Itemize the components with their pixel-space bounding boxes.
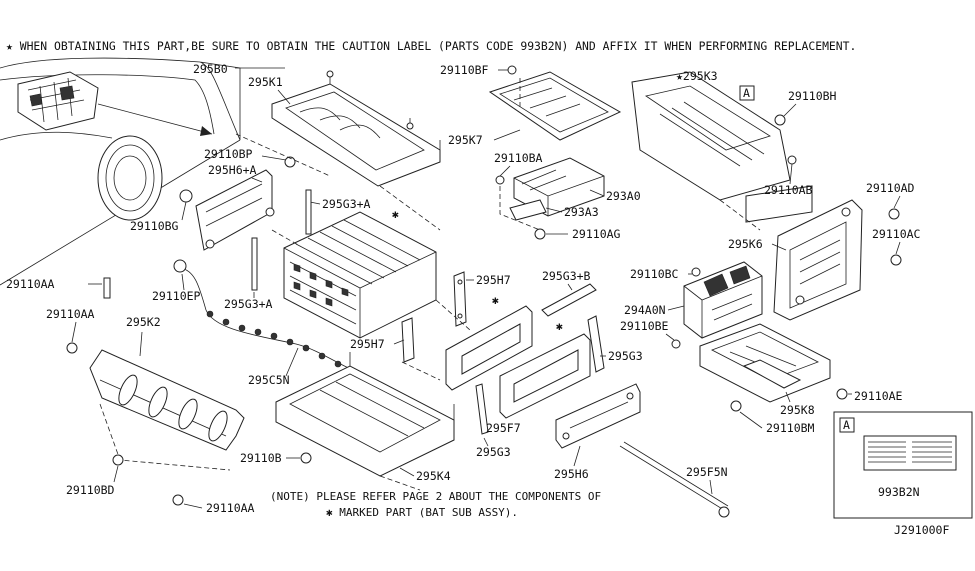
label-295G3B: 295G3+B <box>542 269 591 283</box>
arrow-icon <box>200 126 212 136</box>
label-295K7: 295K7 <box>448 133 483 147</box>
part-295K7 <box>488 71 622 141</box>
label-29110AA-bot: 29110AA <box>206 501 255 515</box>
label-295G3A-top: 295G3+A <box>322 197 371 211</box>
label-295H7-top: 295H7 <box>476 273 511 287</box>
label-29110AD: 29110AD <box>866 181 915 195</box>
part-295H6 <box>555 383 641 449</box>
label-295G3-bot: 295G3 <box>476 445 511 459</box>
label-29110BH: 29110BH <box>788 89 837 103</box>
note-line-1: (NOTE) PLEASE REFER PAGE 2 ABOUT THE COM… <box>270 490 601 503</box>
label-29110AA-top: 29110AA <box>6 277 55 291</box>
part-295K1 <box>271 70 441 187</box>
part-295H7 <box>401 271 467 363</box>
caution-label-box: A 993B2N <box>833 411 973 519</box>
part-295C5N <box>173 259 359 373</box>
label-29110B: 29110B <box>240 451 282 465</box>
label-29110BA: 29110BA <box>494 151 543 165</box>
marker-star: ✱ <box>392 207 399 221</box>
label-295K8: 295K8 <box>780 403 815 417</box>
label-293A0: 293A0 <box>606 189 641 203</box>
label-box-code: 993B2N <box>878 485 920 499</box>
marker-star: ✱ <box>492 293 499 307</box>
label-29110BM: 29110BM <box>766 421 815 435</box>
label-295K6: 295K6 <box>728 237 763 251</box>
label-29110AG: 29110AG <box>572 227 621 241</box>
label-295K4: 295K4 <box>416 469 451 483</box>
diagram-id: J291000F <box>894 523 949 537</box>
caution-text: ★ WHEN OBTAINING THIS PART,BE SURE TO OB… <box>6 39 856 53</box>
part-end-plate-1 <box>445 305 533 391</box>
label-295H6: 295H6 <box>554 467 589 481</box>
label-295G3A-mid: 295G3+A <box>224 297 273 311</box>
label-295G3-right: 295G3 <box>608 349 643 363</box>
label-295K2: 295K2 <box>126 315 161 329</box>
label-295B0: 295B0 <box>193 62 228 76</box>
callout-A: A <box>743 86 750 100</box>
label-294A0N: 294A0N <box>624 303 666 317</box>
label-29110BE: 29110BE <box>620 319 669 333</box>
label-295H7-mid: 295H7 <box>350 337 385 351</box>
part-295K6 <box>773 199 863 321</box>
part-295G3B <box>541 283 597 317</box>
label-29110BG: 29110BG <box>130 219 179 233</box>
label-box-ref: A <box>843 418 850 432</box>
part-295K4 <box>275 352 455 491</box>
marker-star: ✱ <box>556 319 563 333</box>
part-295F5N <box>619 441 730 518</box>
battery-in-vehicle <box>17 71 99 131</box>
note-line-2: ✱ MARKED PART (BAT SUB ASSY). <box>326 506 518 519</box>
label-295C5N: 295C5N <box>248 373 290 387</box>
label-29110AA-mid: 29110AA <box>46 307 95 321</box>
vehicle-inset <box>0 57 241 286</box>
label-29110BP: 29110BP <box>204 147 253 161</box>
label-295K1: 295K1 <box>248 75 283 89</box>
label-295F7: 295F7 <box>486 421 521 435</box>
label-29110EP: 29110EP <box>152 289 201 303</box>
label-295F5N: 295F5N <box>686 465 728 479</box>
part-295K3 <box>631 71 813 231</box>
label-295H6A: 295H6+A <box>208 163 257 177</box>
label-29110BD: 29110BD <box>66 483 115 497</box>
label-29110BC: 29110BC <box>630 267 679 281</box>
part-end-plate-2 <box>499 333 591 419</box>
label-29110AC: 29110AC <box>872 227 921 241</box>
label-293A3: 293A3 <box>564 205 599 219</box>
label-29110AB: 29110AB <box>764 183 813 197</box>
part-295H6A <box>195 169 275 251</box>
label-295K3: ★295K3 <box>676 69 718 83</box>
part-294A0N <box>683 261 763 339</box>
part-295G3-right <box>587 315 605 373</box>
label-29110BF: 29110BF <box>440 63 489 77</box>
part-295F7 <box>475 383 489 435</box>
part-295K2 <box>89 349 245 471</box>
label-29110AE: 29110AE <box>854 389 903 403</box>
part-295K8 <box>699 323 831 403</box>
